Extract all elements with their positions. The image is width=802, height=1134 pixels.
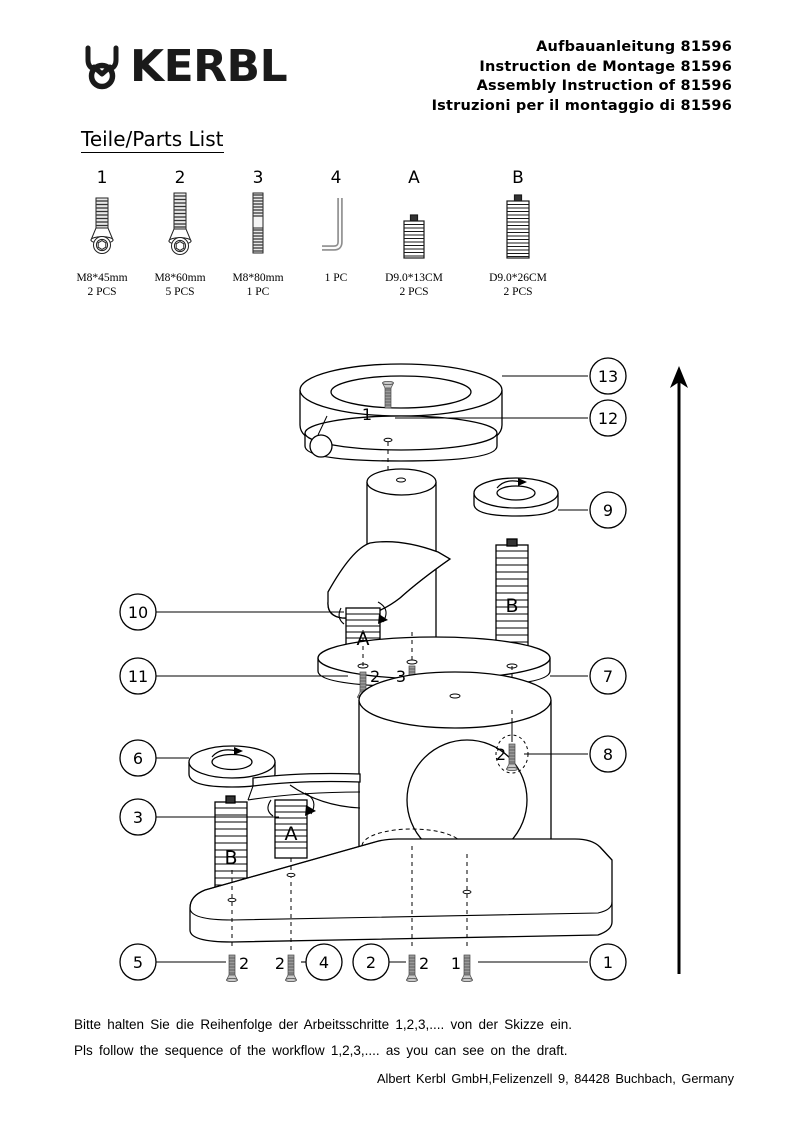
svg-text:2: 2: [419, 954, 429, 973]
svg-text:B: B: [224, 847, 237, 869]
part-description: D9.0*26CM 2 PCS: [489, 272, 547, 298]
svg-text:10: 10: [128, 603, 148, 622]
part-description: M8*60mm 5 PCS: [154, 272, 206, 298]
callout-3[interactable]: 3: [119, 798, 157, 836]
parts-list: 1: [70, 168, 590, 308]
svg-text:1: 1: [603, 953, 613, 972]
part-item-1: 1: [56, 168, 148, 299]
part-description: M8*45mm 2 PCS: [76, 272, 128, 298]
part-upper-ring-washer: [473, 477, 559, 517]
svg-text:A: A: [285, 823, 298, 845]
svg-text:2: 2: [496, 745, 506, 764]
tube-labels: A B A B: [224, 595, 518, 869]
part-index-label: 1: [96, 168, 108, 188]
part-description: D9.0*13CM 2 PCS: [385, 272, 443, 298]
fastener-base-screw-a: [225, 870, 239, 983]
callout-markers: 13 12 9 7 8: [119, 357, 627, 981]
svg-text:2: 2: [239, 954, 249, 973]
part-item-B: B: [472, 168, 564, 299]
callout-13[interactable]: 13: [589, 357, 627, 395]
company-address: Albert Kerbl GmbH,Felizenzell 9, 84428 B…: [377, 1071, 734, 1086]
svg-text:1: 1: [451, 954, 461, 973]
part-item-3: 3: [212, 168, 304, 299]
part-description: 1 PC: [324, 272, 348, 284]
fastener-mid-plate-left-screw: [356, 630, 370, 700]
workflow-note: Bitte halten Sie die Reihenfolge der Arb…: [74, 1012, 734, 1064]
part-lower-shelf-plank: [247, 772, 361, 809]
svg-text:11: 11: [128, 667, 148, 686]
callout-7[interactable]: 7: [589, 657, 627, 695]
title-line-en: Assembly Instruction of 81596: [476, 78, 732, 94]
double-thread-stud-icon: [212, 190, 304, 272]
kerbl-horns-logo-icon: [85, 45, 119, 90]
part-index-label: 2: [174, 168, 186, 188]
part-index-label: 4: [330, 168, 342, 188]
part-lower-ring-washer: [188, 745, 276, 788]
title-line-de: Aufbauanleitung 81596: [536, 39, 732, 55]
callout-4[interactable]: 4: [305, 943, 343, 981]
long-sleeve-tube-icon: [472, 190, 564, 272]
callout-leader-lines: [155, 375, 588, 963]
fastener-top-plate-screw: [381, 380, 395, 478]
parts-list-heading: Teile/Parts List: [81, 127, 224, 153]
part-index-label: B: [512, 168, 524, 188]
short-sleeve-tube-icon: [368, 190, 460, 272]
svg-text:4: 4: [319, 953, 329, 972]
part-description: M8*80mm 1 PC: [232, 272, 284, 298]
svg-text:2: 2: [370, 667, 380, 686]
part-item-2: 2: [134, 168, 226, 299]
svg-text:13: 13: [598, 367, 618, 386]
document-title-block: Aufbauanleitung 81596 Instruction de Mon…: [432, 38, 732, 116]
svg-text:3: 3: [133, 808, 143, 827]
svg-text:B: B: [505, 595, 518, 617]
svg-text:2: 2: [366, 953, 376, 972]
part-curved-shelf: [327, 541, 452, 619]
workflow-note-de: Bitte halten Sie die Reihenfolge der Arb…: [74, 1017, 573, 1032]
title-line-fr: Instruction de Montage 81596: [479, 58, 732, 75]
part-item-A: A D9.0*13CM 2: [368, 168, 460, 299]
svg-text:12: 12: [598, 409, 618, 428]
fastener-base-screw-c: [405, 846, 419, 983]
callout-8[interactable]: 8: [589, 735, 627, 773]
title-line-it: Istruzioni per il montaggio di 81596: [431, 97, 732, 114]
svg-text:1: 1: [362, 405, 372, 424]
callout-6[interactable]: 6: [119, 739, 157, 777]
part-upper-disc-plate: [304, 415, 498, 462]
svg-text:8: 8: [603, 745, 613, 764]
fastener-base-screw-b: [284, 858, 298, 983]
svg-text:A: A: [357, 628, 370, 650]
countersunk-bolt-icon: [134, 190, 226, 272]
svg-text:3: 3: [396, 667, 406, 686]
fastener-labels: 1 2 3 2 2 2 2 1: [239, 405, 506, 973]
callout-9[interactable]: 9: [589, 491, 627, 529]
countersunk-bolt-icon: [56, 190, 148, 272]
part-lower-short-tube-A: [267, 792, 316, 859]
svg-text:5: 5: [133, 953, 143, 972]
callout-1[interactable]: 1: [589, 943, 627, 981]
brand-name: KERBL: [130, 41, 288, 92]
part-item-4: 4 1 PC: [290, 168, 382, 286]
svg-text:7: 7: [603, 667, 613, 686]
svg-text:2: 2: [275, 954, 285, 973]
exploded-assembly-diagram: 13 12 9 7 8: [0, 330, 802, 1000]
callout-10[interactable]: 10: [119, 593, 157, 631]
svg-text:6: 6: [133, 749, 143, 768]
callout-2[interactable]: 2: [352, 943, 390, 981]
workflow-note-en: Pls follow the sequence of the workflow …: [74, 1043, 568, 1058]
part-index-label: A: [408, 168, 420, 188]
svg-text:9: 9: [603, 501, 613, 520]
callout-11[interactable]: 11: [119, 657, 157, 695]
allen-key-icon: [290, 190, 382, 272]
fastener-base-screw-d: [460, 854, 474, 983]
callout-12[interactable]: 12: [589, 399, 627, 437]
part-base-plate: [189, 838, 613, 943]
assembly-order-up-arrow-icon: [670, 366, 688, 974]
brand-logo: KERBL: [82, 41, 288, 92]
callout-5[interactable]: 5: [119, 943, 157, 981]
part-index-label: 3: [252, 168, 264, 188]
